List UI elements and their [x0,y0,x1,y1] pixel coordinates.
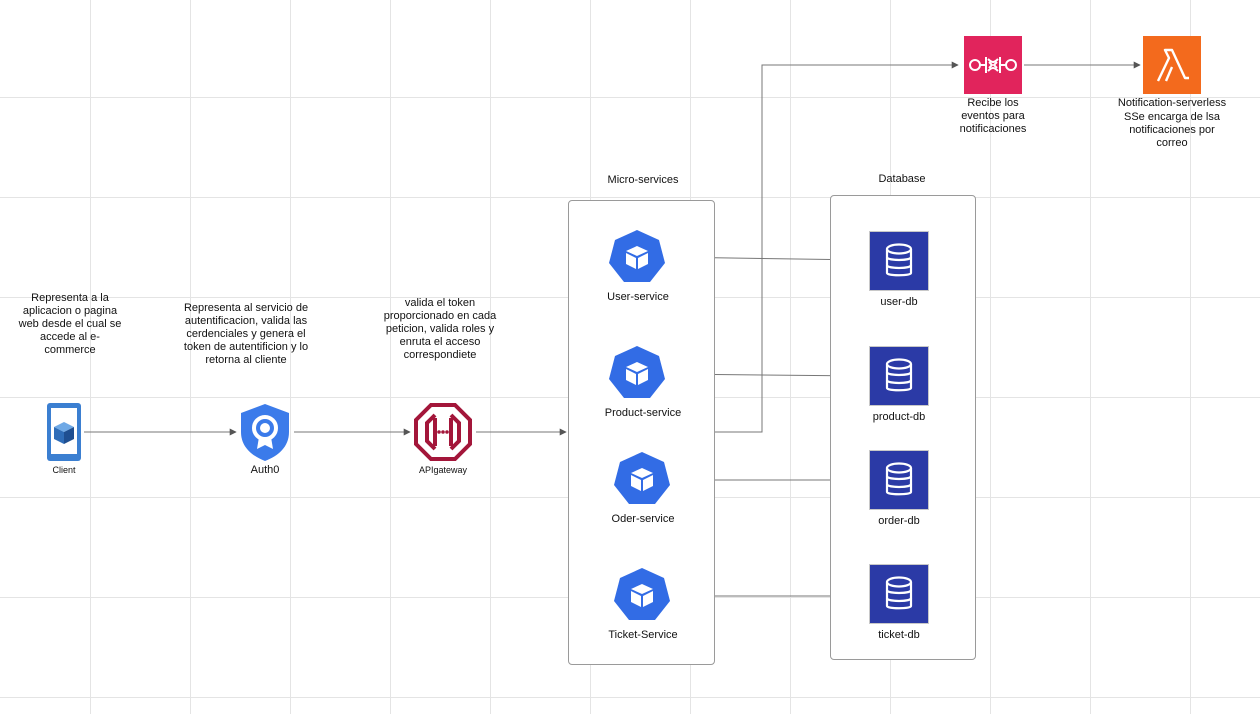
gateway-description: valida el token proporcionado en cada pe… [383,297,497,361]
database-title: Database [878,173,926,185]
order-service-label: Oder-service [611,513,675,525]
product-db-label: product-db [872,411,926,423]
user-db-node [869,231,929,291]
client-label: Client [52,465,76,475]
product-db-node [869,346,929,406]
product-service-label: Product-service [604,407,682,419]
user-service-cube-icon [609,230,665,282]
ticket-service-cube-icon [614,568,670,620]
database-icon [885,576,913,610]
ticket-service-label: Ticket-Service [608,629,678,641]
microservices-title: Micro-services [607,174,679,186]
ticket-db-node [869,564,929,624]
lambda-node [1143,36,1201,94]
auth-label: Auth0 [250,464,280,476]
order-db-node [869,450,929,510]
database-icon [885,358,913,392]
database-icon [885,462,913,496]
queue-description: Recibe los eventos para notificaciones [959,97,1027,135]
lambda-icon [1156,48,1189,82]
database-icon [885,243,913,277]
client-description: Representa a la aplicacion o pagina web … [18,292,122,356]
order-service-cube-icon [614,452,670,504]
auth0-shield-icon [241,404,289,461]
auth-description: Representa al servicio de autentificacio… [183,302,309,366]
lambda-label: Notification-serverless [1117,97,1227,109]
ticket-db-label: ticket-db [878,629,920,641]
lambda-description: SSe encarga de lsa notificaciones por co… [1123,111,1220,149]
mobile-client-icon [47,403,81,461]
gateway-label: APIgateway [418,465,468,475]
message-queue-icon [969,57,1017,73]
edge-microservices-queue [714,61,959,433]
queue-node [964,36,1022,94]
user-db-label: user-db [880,296,918,308]
order-db-label: order-db [878,515,920,527]
product-service-cube-icon [609,346,665,398]
api-gateway-icon [414,403,472,461]
user-service-label: User-service [607,291,669,303]
